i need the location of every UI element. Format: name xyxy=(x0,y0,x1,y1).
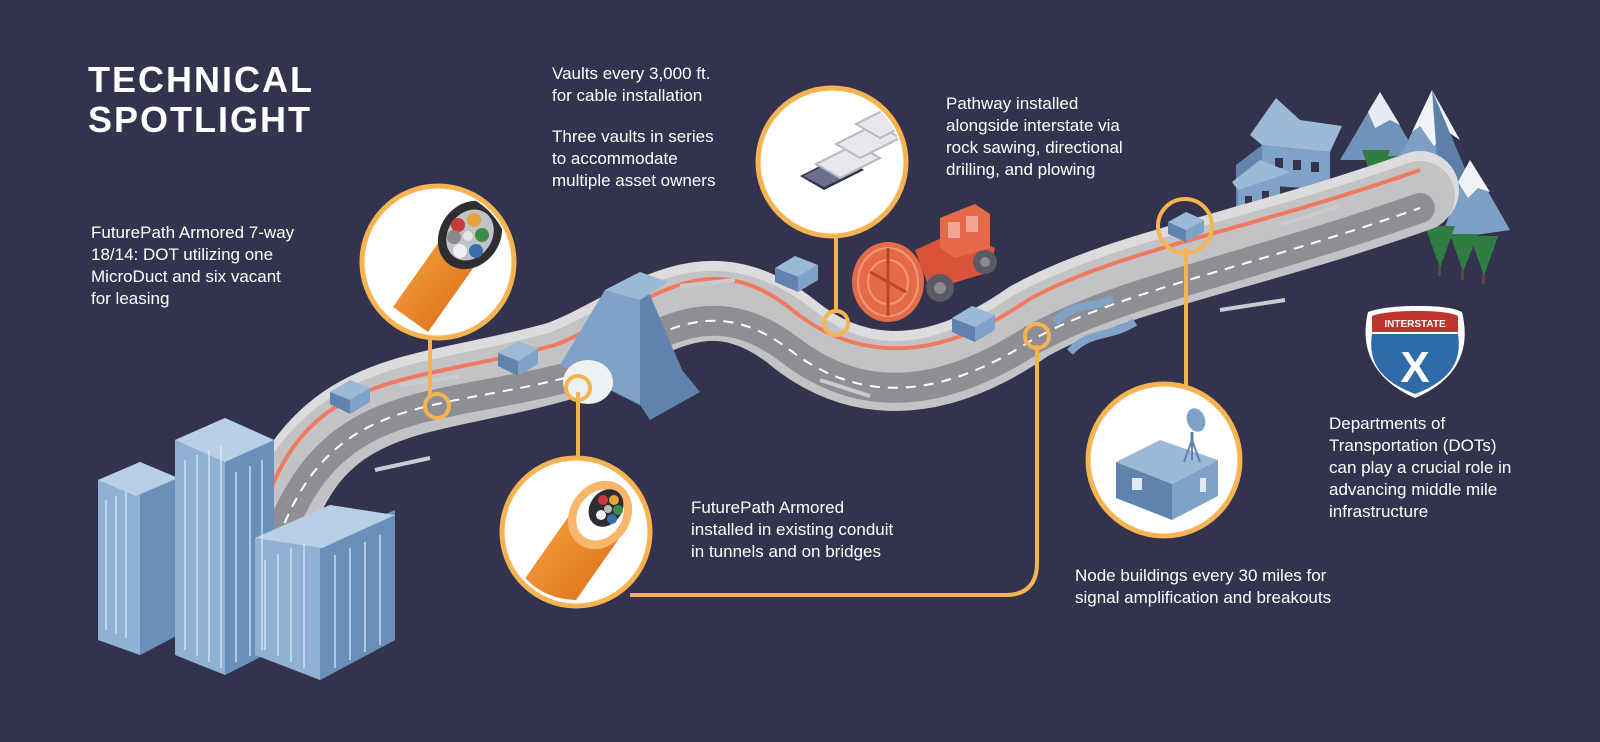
caption-line: multiple asset owners xyxy=(552,171,716,190)
interstate-road xyxy=(229,151,1459,581)
caption-line: alongside interstate via xyxy=(946,116,1120,135)
page-title: TECHNICAL SPOTLIGHT xyxy=(88,60,314,140)
caption-pathway: Pathway installed alongside interstate v… xyxy=(946,93,1123,181)
caption-line: for leasing xyxy=(91,289,170,308)
caption-vaults-series: Three vaults in series to accommodate mu… xyxy=(552,126,715,192)
tractor xyxy=(852,204,997,322)
caption-line: can play a crucial role in xyxy=(1329,458,1512,477)
bridge xyxy=(1052,294,1138,355)
caption-line: in tunnels and on bridges xyxy=(691,542,881,561)
caption-line: advancing middle mile xyxy=(1329,480,1498,499)
vault-boxes xyxy=(330,256,995,414)
title-line-2: SPOTLIGHT xyxy=(88,99,312,140)
shield-number: X xyxy=(1400,343,1429,392)
city-buildings xyxy=(98,418,395,680)
caption-vaults-every: Vaults every 3,000 ft. for cable install… xyxy=(552,63,710,107)
caption-line: signal amplification and breakouts xyxy=(1075,588,1332,607)
caption-line: FuturePath Armored xyxy=(691,498,845,517)
shield-label: INTERSTATE xyxy=(1384,319,1446,330)
caption-line: for cable installation xyxy=(552,86,703,105)
caption-line: Three vaults in series xyxy=(552,127,714,146)
node-building-callout xyxy=(1085,381,1243,539)
caption-line: drilling, and plowing xyxy=(946,160,1096,179)
caption-line: Pathway installed xyxy=(946,94,1079,113)
caption-conduit: FuturePath Armored installed in existing… xyxy=(691,497,893,563)
vault-lids-callout xyxy=(755,85,909,239)
caption-line: FuturePath Armored 7-way xyxy=(91,223,295,242)
caption-line: Departments of xyxy=(1329,414,1446,433)
caption-line: infrastructure xyxy=(1329,502,1429,521)
caption-line: to accommodate xyxy=(552,149,678,168)
caption-line: Transportation (DOTs) xyxy=(1329,436,1497,455)
caption-node-buildings: Node buildings every 30 miles for signal… xyxy=(1075,565,1331,609)
interstate-shield: INTERSTATE X xyxy=(1365,306,1465,398)
title-line-1: TECHNICAL xyxy=(88,59,314,100)
armored-7way-cable-callout xyxy=(359,183,517,341)
caption-dots: Departments of Transportation (DOTs) can… xyxy=(1329,413,1511,523)
caption-line: MicroDuct and six vacant xyxy=(91,267,281,286)
node-box-small xyxy=(1168,212,1204,242)
caption-line: rock sawing, directional xyxy=(946,138,1123,157)
caption-line: 18/14: DOT utilizing one xyxy=(91,245,274,264)
caption-line: Node buildings every 30 miles for xyxy=(1075,566,1327,585)
caption-armored-7way: FuturePath Armored 7-way 18/14: DOT util… xyxy=(91,222,294,310)
tunnel xyxy=(560,272,700,420)
conduit-cable-callout xyxy=(499,455,653,609)
caption-line: installed in existing conduit xyxy=(691,520,894,539)
caption-line: Vaults every 3,000 ft. xyxy=(552,64,711,83)
callout-rings xyxy=(423,197,1214,420)
